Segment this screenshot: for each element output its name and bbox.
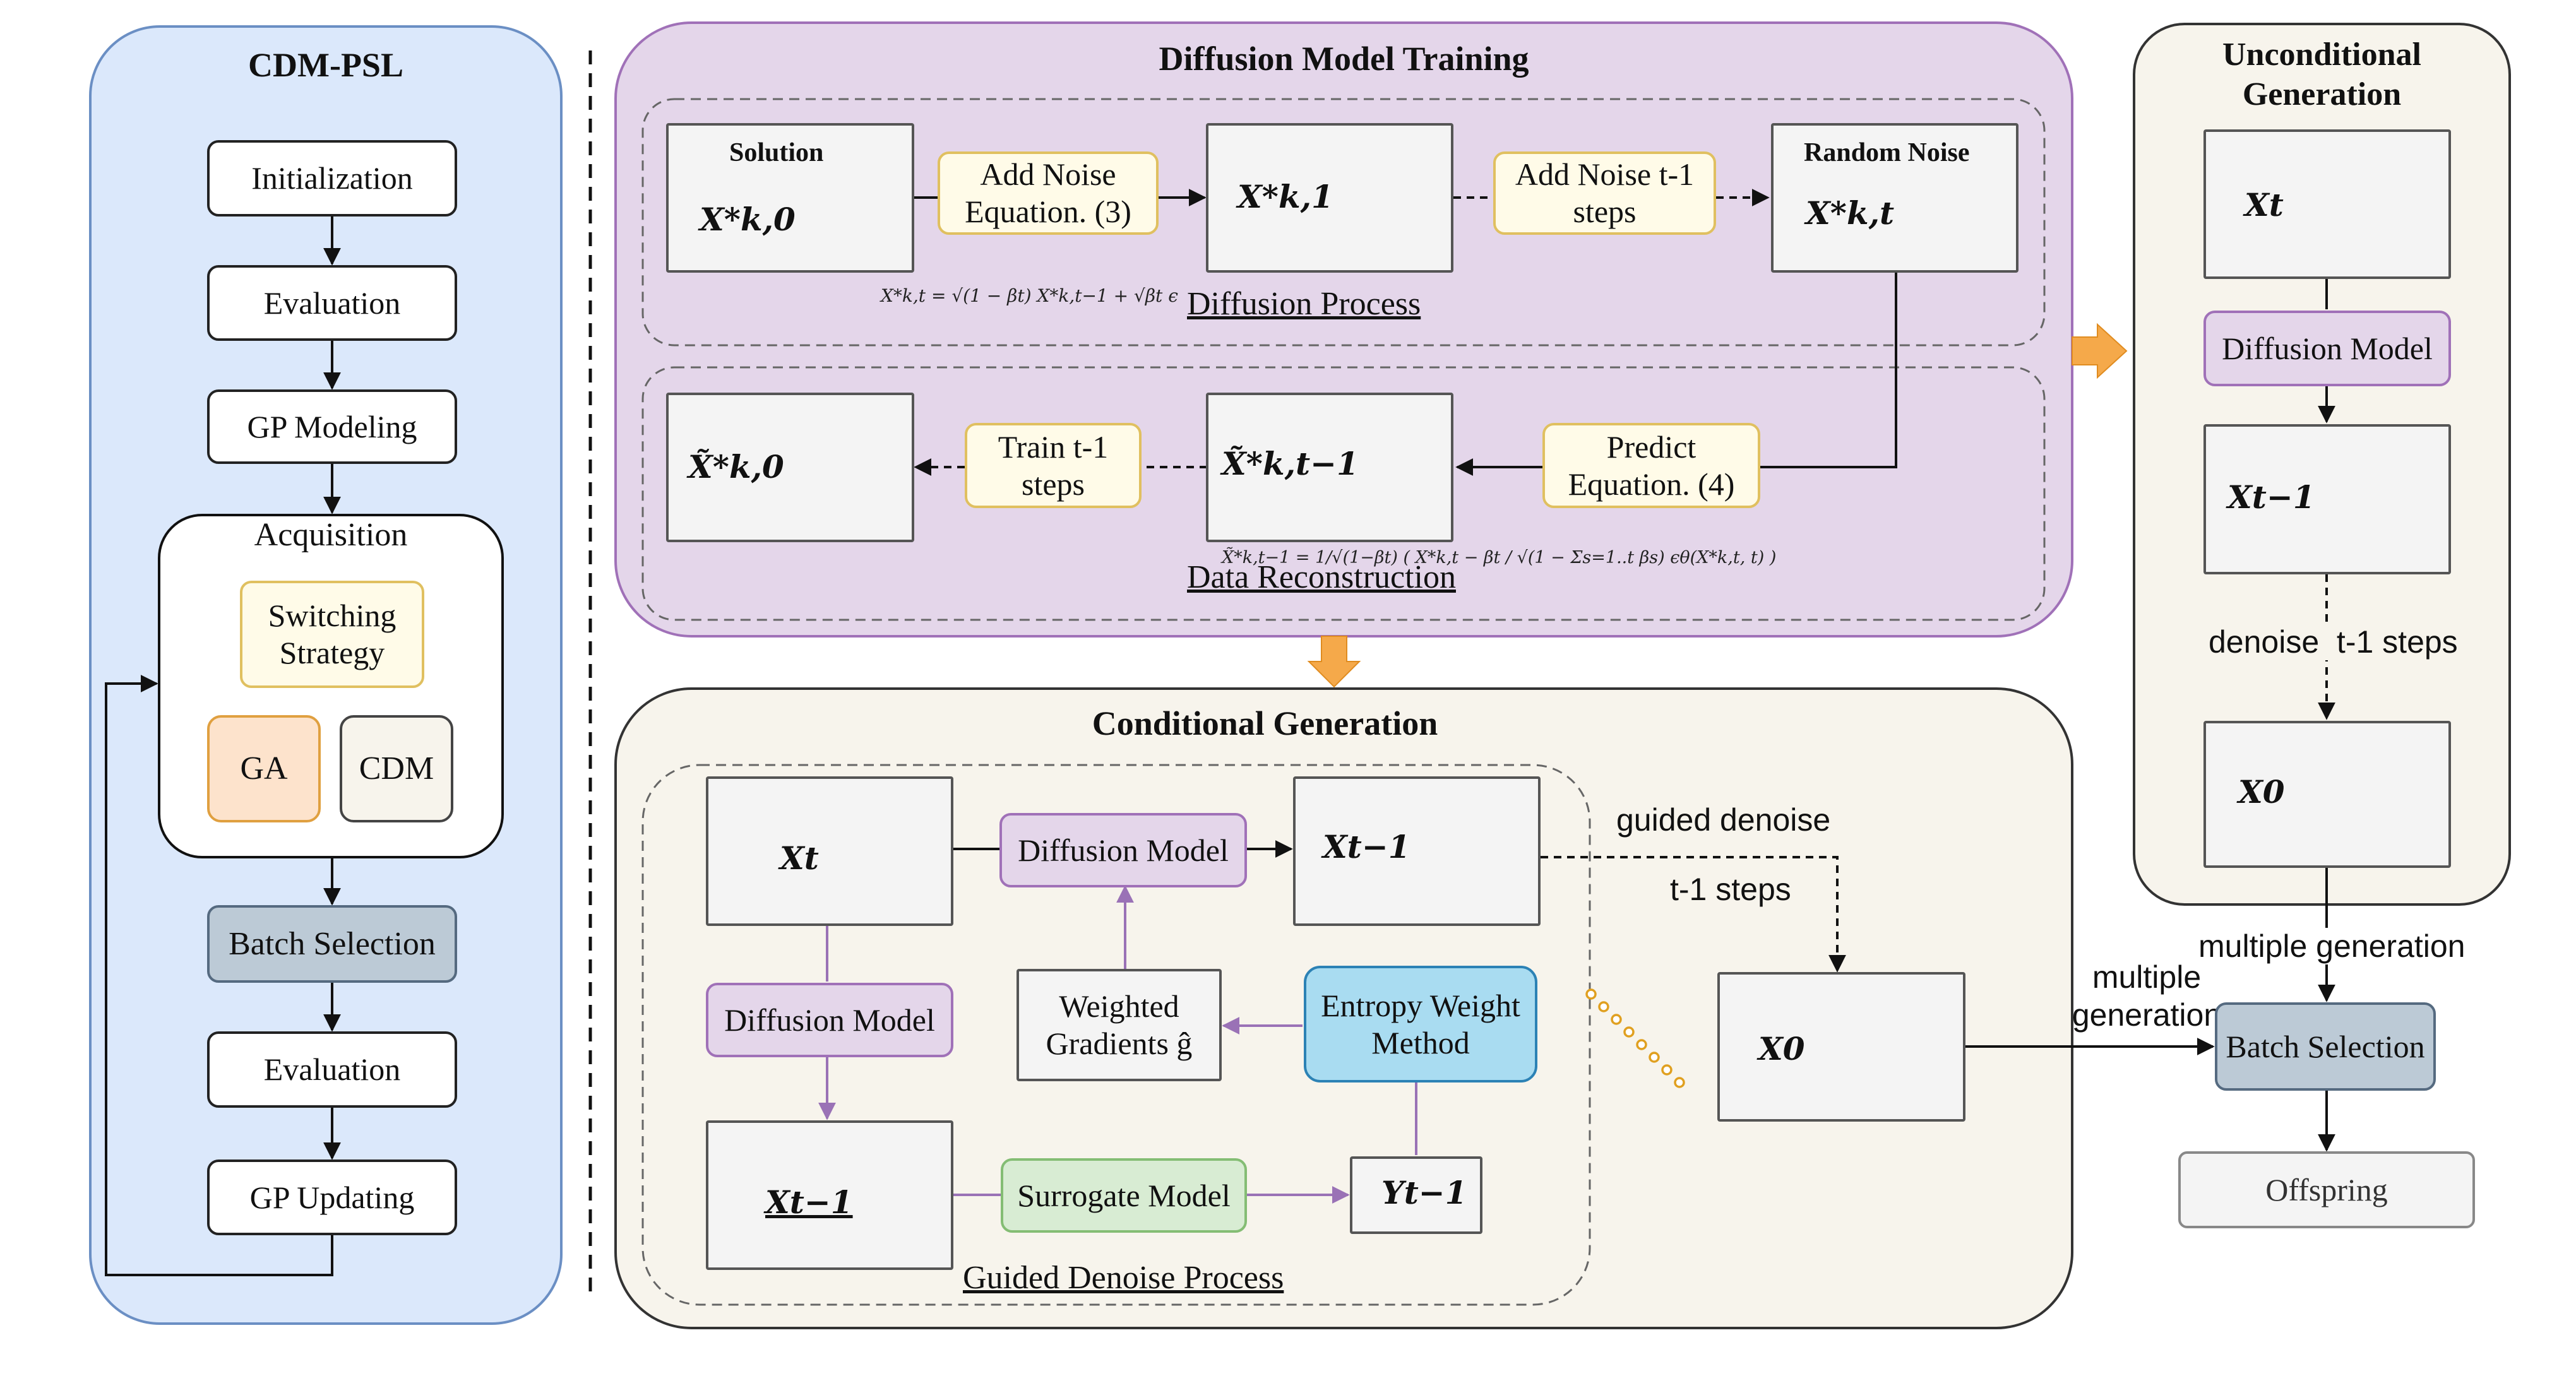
orange-arrow-down [1307, 636, 1361, 688]
x-k0-label: X*k,0 [700, 201, 796, 238]
gp-updating-box[interactable]: GP Updating [207, 1160, 457, 1235]
cond-t1-steps-label: t-1 steps [1670, 872, 1791, 907]
uncond-x-t-label: Xt [2245, 186, 2284, 223]
y-t1-label: Yt−1 [1381, 1174, 1467, 1211]
add-noise-t1-box[interactable]: Add Noise t-1 steps [1493, 151, 1716, 235]
gp-modeling-box[interactable]: GP Modeling [207, 389, 457, 464]
cond-x-0-label: X0 [1758, 1030, 1805, 1067]
weighted-gradients-box[interactable]: Weighted Gradients ĝ [1017, 969, 1222, 1081]
diffusion-process-region [641, 98, 2046, 347]
cond-x0-dot [1585, 988, 1597, 1000]
x-k1-label: X*k,1 [1237, 178, 1333, 215]
training-title: Diffusion Model Training [1159, 40, 1529, 78]
ga-box[interactable]: GA [207, 715, 321, 822]
evaluation-box-2[interactable]: Evaluation [207, 1031, 457, 1108]
y-t1-box[interactable] [1350, 1156, 1482, 1234]
cond-x0-dot [1611, 1014, 1622, 1025]
left-panel-title: CDM-PSL [248, 46, 403, 84]
x-tilde-k0-label: X̃*k,0 [688, 448, 784, 485]
evaluation-box-1[interactable]: Evaluation [207, 265, 457, 341]
initialization-box[interactable]: Initialization [207, 140, 457, 216]
x-tilde-kt1-box[interactable] [1206, 393, 1453, 542]
cdm-box[interactable]: CDM [340, 715, 453, 822]
conditional-title: Conditional Generation [1092, 704, 1438, 742]
guided-denoise-region [641, 764, 1591, 1306]
entropy-weight-box[interactable]: Entropy Weight Method [1304, 966, 1537, 1082]
cond-x0-dot [1661, 1064, 1673, 1076]
uncond-x-t-box[interactable] [2203, 129, 2451, 279]
uncond-multiple-generation-label: multiple generation [2198, 928, 2466, 964]
x-k1-box[interactable] [1206, 123, 1453, 273]
denoise-steps-label: denoise t-1 steps [2209, 624, 2458, 660]
guided-denoise-label: guided denoise [1616, 802, 1831, 838]
train-t1-box[interactable]: Train t-1 steps [965, 423, 1142, 508]
data-reconstruction-label: Data Reconstruction [1187, 559, 1456, 595]
cond-x-t1-bottom-label: Xt−1 [765, 1183, 853, 1221]
guided-denoise-process-label: Guided Denoise Process [963, 1260, 1284, 1296]
acquisition-label: Acquisition [254, 517, 408, 553]
surrogate-model-box[interactable]: Surrogate Model [1001, 1158, 1247, 1233]
predict-eq4-box[interactable]: Predict Equation. (4) [1542, 423, 1760, 508]
cond-x0-dot [1649, 1052, 1660, 1063]
diffusion-formula: X*k,t = √(1 − βt) X*k,t−1 + √βt ϵ [881, 285, 1178, 306]
cond-x-t-box[interactable] [706, 776, 953, 926]
cond-x0-dot [1636, 1039, 1647, 1050]
cond-x-t-label: Xt [780, 839, 819, 877]
reconstruction-formula: X̃*k,t−1 = 1/√(1−βt) ( X*k,t − βt / √(1 … [1222, 548, 1777, 567]
unconditional-title: Unconditional Generation [2222, 37, 2421, 113]
cond-diffusion-model-left[interactable]: Diffusion Model [706, 983, 953, 1057]
batch-selection-box-right[interactable]: Batch Selection [2215, 1002, 2436, 1091]
offspring-box[interactable]: Offspring [2178, 1151, 2475, 1228]
cond-x-t1-bottom-box[interactable] [706, 1120, 953, 1270]
batch-selection-box-left[interactable]: Batch Selection [207, 905, 457, 983]
x-tilde-k0-box[interactable] [666, 393, 914, 542]
data-reconstruction-region [641, 366, 2046, 621]
random-noise-label: Random Noise [1804, 138, 1970, 167]
diffusion-process-label: Diffusion Process [1187, 286, 1421, 322]
cond-diffusion-model-top[interactable]: Diffusion Model [999, 813, 1247, 887]
switching-strategy-box[interactable]: Switching Strategy [240, 581, 424, 688]
uncond-x-0-box[interactable] [2203, 721, 2451, 868]
solution-box[interactable] [666, 123, 914, 273]
x-tilde-kt1-label: X̃*k,t−1 [1222, 445, 1359, 482]
cond-x-0-box[interactable] [1717, 972, 1965, 1122]
training-panel [614, 21, 2073, 638]
uncond-x-t1-box[interactable] [2203, 424, 2451, 574]
random-noise-box[interactable] [1771, 123, 2018, 273]
x-kt-label: X*k,t [1806, 194, 1895, 232]
cond-x0-dot [1598, 1001, 1609, 1012]
uncond-diffusion-model-box[interactable]: Diffusion Model [2203, 311, 2451, 386]
cond-x0-dot [1674, 1077, 1685, 1088]
cond-x0-dot [1623, 1026, 1635, 1038]
cond-x-t1-top-box[interactable] [1293, 776, 1541, 926]
cond-multiple-generation-label: multiple generation [2072, 959, 2222, 1033]
add-noise-eq3-box[interactable]: Add Noise Equation. (3) [938, 151, 1159, 235]
uncond-x-0-label: X0 [2238, 773, 2285, 810]
solution-label: Solution [729, 138, 824, 167]
orange-arrow-right [2072, 323, 2128, 379]
uncond-x-t1-label: Xt−1 [2227, 478, 2315, 516]
cond-x-t1-top-label: Xt−1 [1323, 828, 1410, 865]
